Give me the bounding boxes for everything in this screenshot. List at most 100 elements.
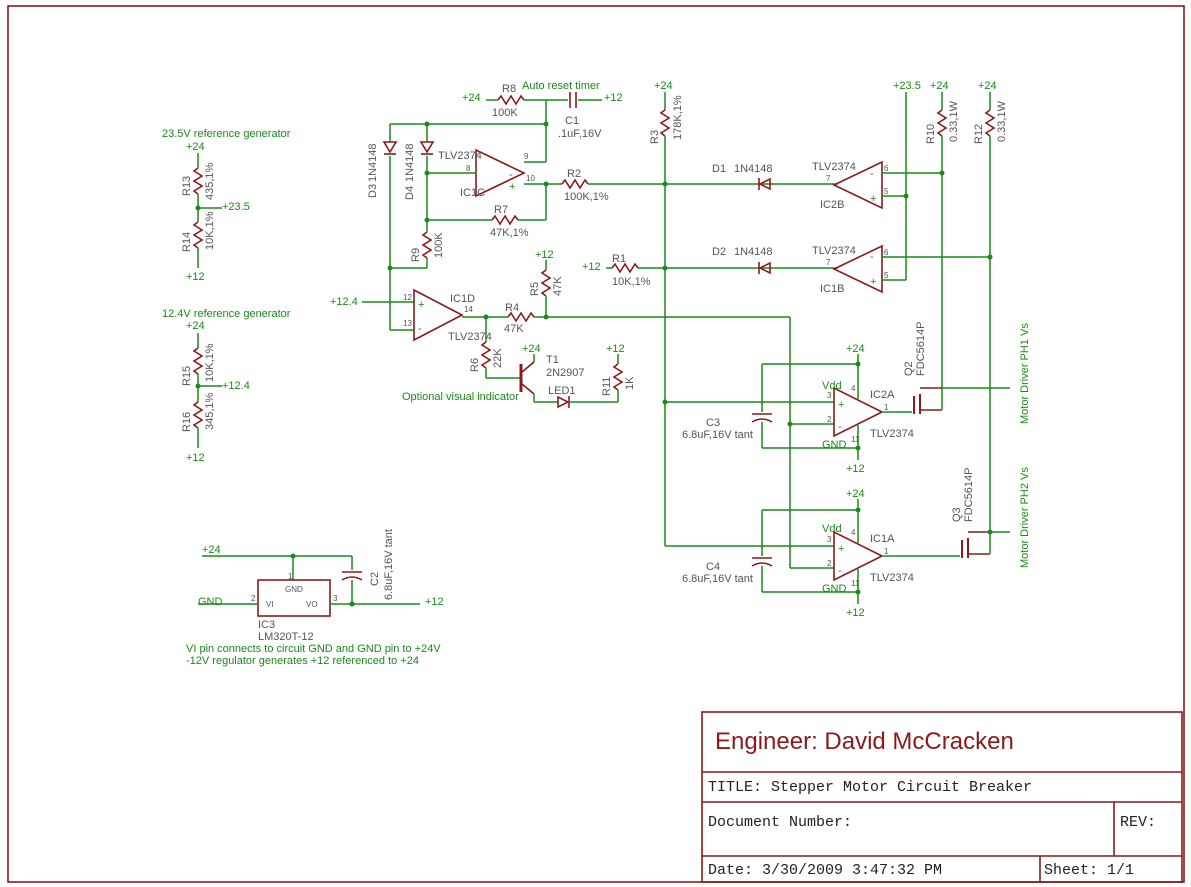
svg-text:R5: R5 <box>529 282 541 296</box>
svg-text:-: - <box>509 169 513 181</box>
svg-text:+12: +12 <box>604 92 623 104</box>
svg-text:Motor Driver PH1 Vs: Motor Driver PH1 Vs <box>1019 323 1031 424</box>
opamp-ic1b: +12 R1 10K,1% D2 1N4148 - + TLV2374 IC1B… <box>582 80 993 295</box>
svg-text:R7: R7 <box>494 204 508 216</box>
svg-text:VI pin connects to circuit GND: VI pin connects to circuit GND and GND p… <box>186 643 441 655</box>
svg-text:+23.5: +23.5 <box>222 201 250 213</box>
opamp-ic2a: + - 3 2 1 4 11 Vdd GND IC2A TLV2374 +24 … <box>665 317 1031 568</box>
svg-text:4: 4 <box>851 528 856 537</box>
svg-text:R3: R3 <box>649 130 661 144</box>
svg-text:6: 6 <box>884 164 889 173</box>
svg-text:3: 3 <box>333 594 338 603</box>
svg-text:-12V regulator generates +12 r: -12V regulator generates +12 referenced … <box>186 655 419 667</box>
svg-text:VI: VI <box>266 600 274 609</box>
date-label: Date: 3/30/2009 3:47:32 PM <box>708 862 942 879</box>
svg-text:FDC5614P: FDC5614P <box>963 468 975 522</box>
svg-text:5: 5 <box>884 271 889 280</box>
svg-text:R10: R10 <box>925 124 937 144</box>
svg-text:+24: +24 <box>978 80 997 92</box>
svg-text:14: 14 <box>464 305 473 314</box>
svg-text:6.8uF,16V tant: 6.8uF,16V tant <box>682 573 753 585</box>
svg-text:1K: 1K <box>624 376 636 390</box>
svg-text:22K: 22K <box>492 348 504 368</box>
svg-text:GND: GND <box>822 583 847 595</box>
svg-text:+12.4: +12.4 <box>330 296 358 308</box>
title-label: TITLE: Stepper Motor Circuit Breaker <box>708 779 1032 796</box>
svg-text:+23.5: +23.5 <box>893 80 921 92</box>
svg-text:+: + <box>418 299 424 311</box>
svg-text:-: - <box>870 168 874 180</box>
svg-text:-: - <box>870 251 874 263</box>
svg-text:+12: +12 <box>582 261 601 273</box>
regulator-ic3: +24 GND VI VO 1 2 3 GND +12 IC3 LM320T-1… <box>186 529 444 667</box>
svg-text:-: - <box>418 323 422 335</box>
svg-text:TLV2374: TLV2374 <box>870 428 914 440</box>
svg-text:+24: +24 <box>186 320 205 332</box>
svg-text:LED1: LED1 <box>548 385 576 397</box>
opamp-ic1c: - + TLV2374 IC1C 8 9 10 R2 100K,1% R7 47… <box>387 148 838 271</box>
svg-text:IC1D: IC1D <box>450 293 475 305</box>
svg-text:0.33,1W: 0.33,1W <box>948 100 960 142</box>
svg-text:+24: +24 <box>654 80 673 92</box>
svg-text:-: - <box>838 565 842 577</box>
svg-text:1: 1 <box>884 403 889 412</box>
svg-text:8: 8 <box>466 164 471 173</box>
svg-text:2N2907: 2N2907 <box>546 367 585 379</box>
svg-text:Motor Driver PH2 Vs: Motor Driver PH2 Vs <box>1019 467 1031 568</box>
svg-text:VO: VO <box>306 600 318 609</box>
svg-text:0.33,1W: 0.33,1W <box>996 100 1008 142</box>
svg-text:5: 5 <box>884 187 889 196</box>
r3-divider: +24 R3 178K,1% <box>649 80 684 546</box>
opamp-ic1d: +12.4 + - 12 13 14 IC1D TLV2374 R4 47K +… <box>330 249 790 409</box>
svg-text:.1uF,16V: .1uF,16V <box>558 128 602 140</box>
svg-text:IC3: IC3 <box>258 619 275 631</box>
svg-text:R2: R2 <box>567 168 581 180</box>
svg-text:R13: R13 <box>181 176 193 196</box>
svg-text:-: - <box>838 421 842 433</box>
svg-text:R16: R16 <box>181 412 193 432</box>
svg-text:11: 11 <box>851 579 860 588</box>
svg-text:Q3: Q3 <box>951 507 963 522</box>
svg-text:2: 2 <box>251 594 256 603</box>
svg-text:TLV2374: TLV2374 <box>438 150 482 162</box>
svg-text:7: 7 <box>826 174 831 183</box>
svg-text:C1: C1 <box>565 115 579 127</box>
svg-text:+: + <box>870 276 876 288</box>
svg-text:Q2: Q2 <box>903 361 915 376</box>
svg-text:TLV2374: TLV2374 <box>812 161 856 173</box>
svg-text:C2: C2 <box>369 572 381 586</box>
svg-text:2: 2 <box>827 415 832 424</box>
ref-124-generator: 12.4V reference generator +24 +12.4 +12 … <box>162 308 291 464</box>
svg-text:12: 12 <box>403 293 412 302</box>
svg-text:+: + <box>838 399 844 411</box>
svg-text:1N4148: 1N4148 <box>404 143 416 182</box>
svg-text:R6: R6 <box>469 358 481 372</box>
svg-text:+24: +24 <box>846 343 865 355</box>
svg-text:+24: +24 <box>846 488 865 500</box>
svg-text:1N4148: 1N4148 <box>734 163 773 175</box>
svg-text:D1: D1 <box>712 163 726 175</box>
svg-text:+12: +12 <box>425 596 444 608</box>
document-number-label: Document Number: <box>708 814 852 831</box>
svg-text:GND: GND <box>198 596 223 608</box>
svg-text:+12: +12 <box>846 607 865 619</box>
diodes-d3-d4: D3 1N4148 D4 1N4148 <box>367 124 435 330</box>
svg-text:Vdd: Vdd <box>822 380 842 392</box>
svg-text:R4: R4 <box>505 302 519 314</box>
svg-text:Optional visual indicator: Optional visual indicator <box>402 391 519 403</box>
svg-text:IC1C: IC1C <box>460 187 485 199</box>
svg-text:C3: C3 <box>706 417 720 429</box>
rev-label: REV: <box>1120 814 1156 831</box>
svg-text:10K,1%: 10K,1% <box>204 211 216 250</box>
opamp-ic1a: + - 3 2 1 4 11 Vdd GND IC1A TLV2374 +24 … <box>665 467 1031 619</box>
svg-text:IC2A: IC2A <box>870 389 895 401</box>
svg-text:10: 10 <box>526 174 535 183</box>
svg-text:D3: D3 <box>367 184 379 198</box>
svg-text:6: 6 <box>884 248 889 257</box>
svg-text:TLV2374: TLV2374 <box>870 572 914 584</box>
svg-text:+12: +12 <box>846 463 865 475</box>
svg-text:9: 9 <box>524 152 529 161</box>
svg-text:11: 11 <box>851 435 860 444</box>
svg-text:R1: R1 <box>612 253 626 265</box>
